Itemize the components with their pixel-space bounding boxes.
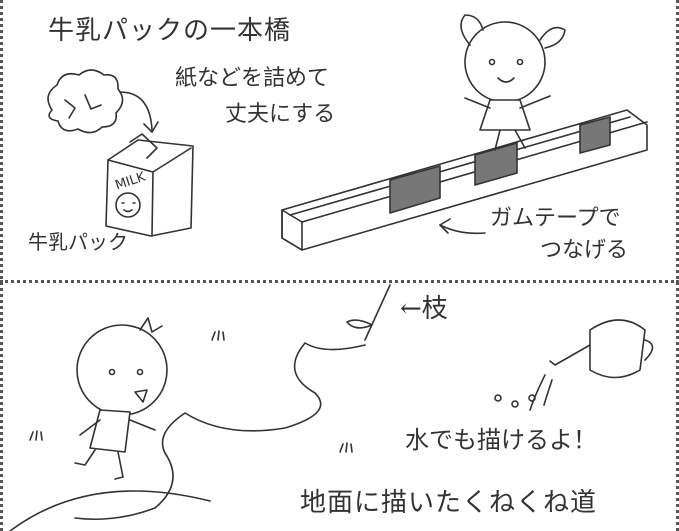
carton-bridge-icon	[281, 109, 648, 251]
branch-icon	[346, 284, 391, 341]
section-divider	[0, 280, 679, 283]
crumpled-paper-icon	[47, 69, 124, 134]
bridge-title: 牛乳パックの一本橋	[48, 16, 292, 46]
boy-character-icon	[74, 317, 168, 480]
wiggly-path-icon	[74, 342, 366, 520]
grass-icon	[211, 330, 225, 341]
tape-note-2: つなげる	[540, 238, 629, 263]
grass-icon	[339, 442, 353, 453]
curved-arrow-icon	[119, 91, 153, 131]
fill-note: 紙などを詰めて	[175, 66, 330, 91]
carton-label: 牛乳パック	[28, 230, 128, 254]
ground-hill-icon	[9, 490, 211, 531]
fill-note-2: 丈夫にする	[225, 102, 336, 127]
milk-carton-icon	[105, 133, 194, 237]
path-title: 地面に描いたくねくね道	[300, 488, 598, 518]
branch-label: ←枝	[400, 294, 448, 324]
watering-can-icon	[494, 319, 654, 411]
grass-icon	[29, 430, 43, 441]
water-note: 水でも描けるよ！	[405, 426, 597, 454]
girl-character-icon	[460, 14, 566, 151]
tape-note: ガムテープで	[490, 206, 621, 231]
pointer-arrow-icon	[439, 224, 486, 235]
